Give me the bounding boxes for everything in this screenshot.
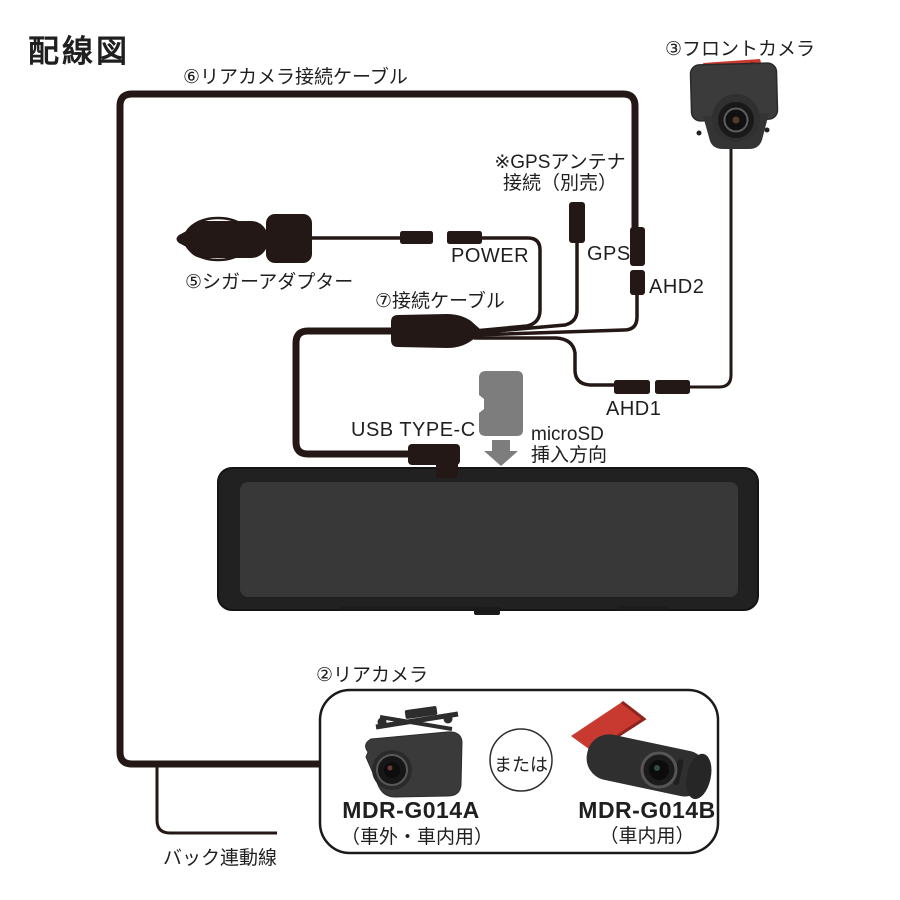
- ahd1-wire: [474, 336, 618, 387]
- label-mdr-g014a: MDR-G014A: [342, 797, 480, 823]
- back-signal-line-path: [155, 766, 277, 835]
- label-rear-camera: ②リアカメラ: [316, 665, 429, 686]
- usb-type-c-connector: [408, 444, 460, 478]
- label-mdr-g014b: MDR-G014B: [578, 797, 716, 823]
- label-cigar-adapter: ⑤シガーアダプター: [185, 272, 354, 293]
- ahd1-connector: [614, 380, 690, 394]
- ahd2-connector: [630, 227, 645, 295]
- front-camera-wire: [688, 146, 733, 389]
- label-back-signal-line: バック連動線: [163, 848, 278, 869]
- microsd-card-icon: [479, 371, 523, 436]
- label-or: または: [494, 755, 548, 775]
- label-gps: GPS: [587, 243, 631, 265]
- microsd-arrow-icon: [484, 440, 518, 466]
- ahd2-wire: [473, 294, 639, 337]
- label-usb-type-c: USB TYPE-C: [351, 419, 476, 441]
- cigar-adapter-illustration: [176, 214, 312, 263]
- label-gps-note-line1: ※GPSアンテナ: [494, 152, 626, 173]
- usb-cable-line: [292, 327, 420, 458]
- label-microsd-direction: microSD 挿入方向: [531, 424, 607, 466]
- label-mdr-g014a-use: （車外・車内用）: [341, 827, 494, 848]
- mdr-g014b-illustration: [571, 700, 712, 800]
- or-circle: [489, 728, 553, 792]
- power-wire: [473, 236, 542, 333]
- label-gps-note: ※GPSアンテナ 接続（別売）: [480, 152, 640, 194]
- label-gps-note-line2: 接続（別売）: [502, 173, 617, 194]
- front-camera-illustration: [689, 59, 779, 149]
- label-ahd1: AHD1: [606, 398, 662, 420]
- label-microsd-line1: microSD: [531, 424, 604, 445]
- label-microsd-line2: 挿入方向: [531, 445, 608, 466]
- label-power: POWER: [451, 245, 530, 267]
- gps-wire: [473, 243, 579, 335]
- label-mdr-g014b-use: （車内用）: [599, 826, 695, 847]
- gps-connector: [569, 202, 585, 243]
- label-connection-cable: ⑦接続ケーブル: [375, 291, 505, 312]
- rear-camera-cable-line: [116, 90, 639, 768]
- mirror-button-tab: [474, 607, 500, 615]
- label-ahd2: AHD2: [649, 276, 705, 298]
- connection-cable-junction: [391, 314, 480, 348]
- power-connector: [400, 231, 482, 244]
- page-title: 配線図: [28, 34, 130, 69]
- mirror-monitor-illustration: [217, 467, 759, 615]
- mdr-g014a-illustration: [365, 706, 463, 798]
- label-front-camera: ③フロントカメラ: [665, 39, 816, 60]
- label-rear-camera-cable: ⑥リアカメラ接続ケーブル: [183, 67, 408, 88]
